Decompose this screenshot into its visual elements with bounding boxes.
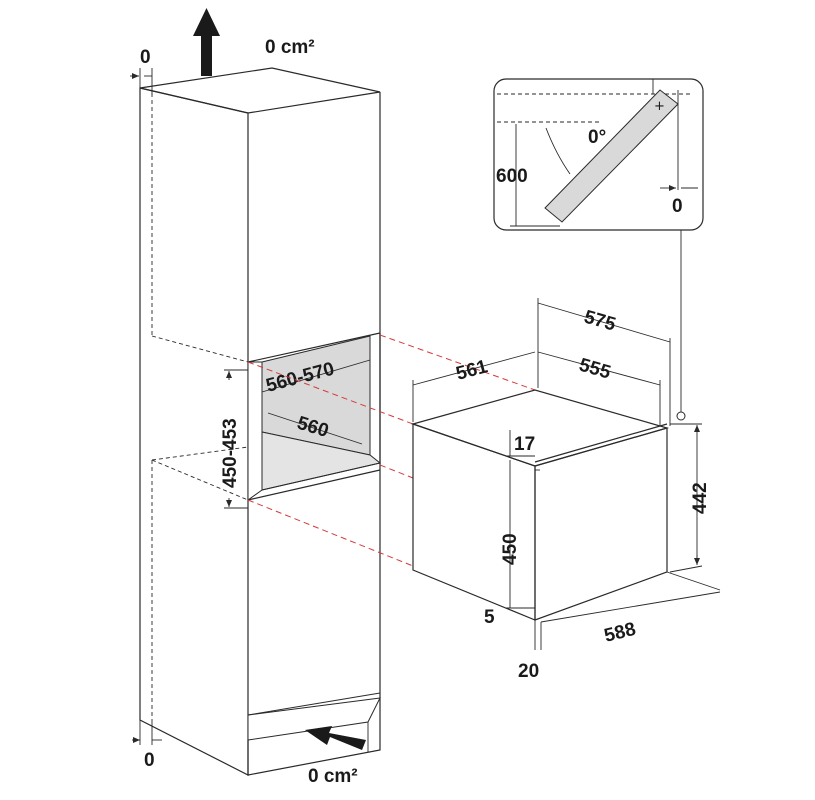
- door-height-value: 600: [496, 166, 528, 187]
- inset-connector: [676, 230, 686, 421]
- panel-height-value: 450: [500, 533, 521, 565]
- appliance-height-value: 442: [690, 482, 711, 514]
- panel-top-value: 17: [514, 434, 535, 455]
- appliance-inner-width-dimension: [537, 351, 661, 426]
- bottom-airflow-arrow-icon: [305, 726, 366, 750]
- niche-depth-dimension: [267, 412, 363, 445]
- door-angle-value: 0°: [588, 127, 606, 148]
- oven-appliance: [410, 389, 670, 621]
- appliance-depth-value: 588: [602, 619, 638, 647]
- niche-height-value: 450-453: [220, 418, 241, 488]
- panel-height-dimension: [505, 430, 535, 609]
- appliance-width-value: 561: [454, 356, 490, 385]
- appliance-top-depth-value: 575: [582, 307, 619, 336]
- bottom-airflow-area: 0 cm²: [308, 766, 358, 787]
- appliance-height-dimension: [669, 423, 703, 573]
- alignment-guides: [247, 334, 536, 567]
- door-detail-inset: +: [493, 78, 704, 231]
- bottom-gap-value: 0: [144, 750, 155, 771]
- top-airflow-area: 0 cm²: [265, 37, 315, 58]
- panel-offset-value: 20: [518, 661, 539, 682]
- pivot-icon: +: [654, 99, 665, 114]
- panel-offset-dimension: [534, 620, 542, 650]
- panel-bottom-value: 5: [484, 607, 495, 628]
- bottom-gap-dimension: [132, 720, 162, 745]
- niche-height-dimension: [224, 369, 248, 509]
- niche-width-dimension: [261, 359, 371, 393]
- oven-niche: [247, 333, 382, 501]
- appliance-inner-width-value: 555: [577, 355, 614, 384]
- top-gap-value: 0: [140, 47, 151, 68]
- top-gap-dimension: [130, 68, 153, 95]
- appliance-width-dimension: [412, 351, 536, 422]
- top-airflow-arrow-icon: [193, 8, 220, 76]
- door-offset-value: 0: [672, 196, 683, 217]
- appliance-top-depth-dimension: [537, 298, 671, 426]
- appliance-depth-dimension: [540, 571, 721, 623]
